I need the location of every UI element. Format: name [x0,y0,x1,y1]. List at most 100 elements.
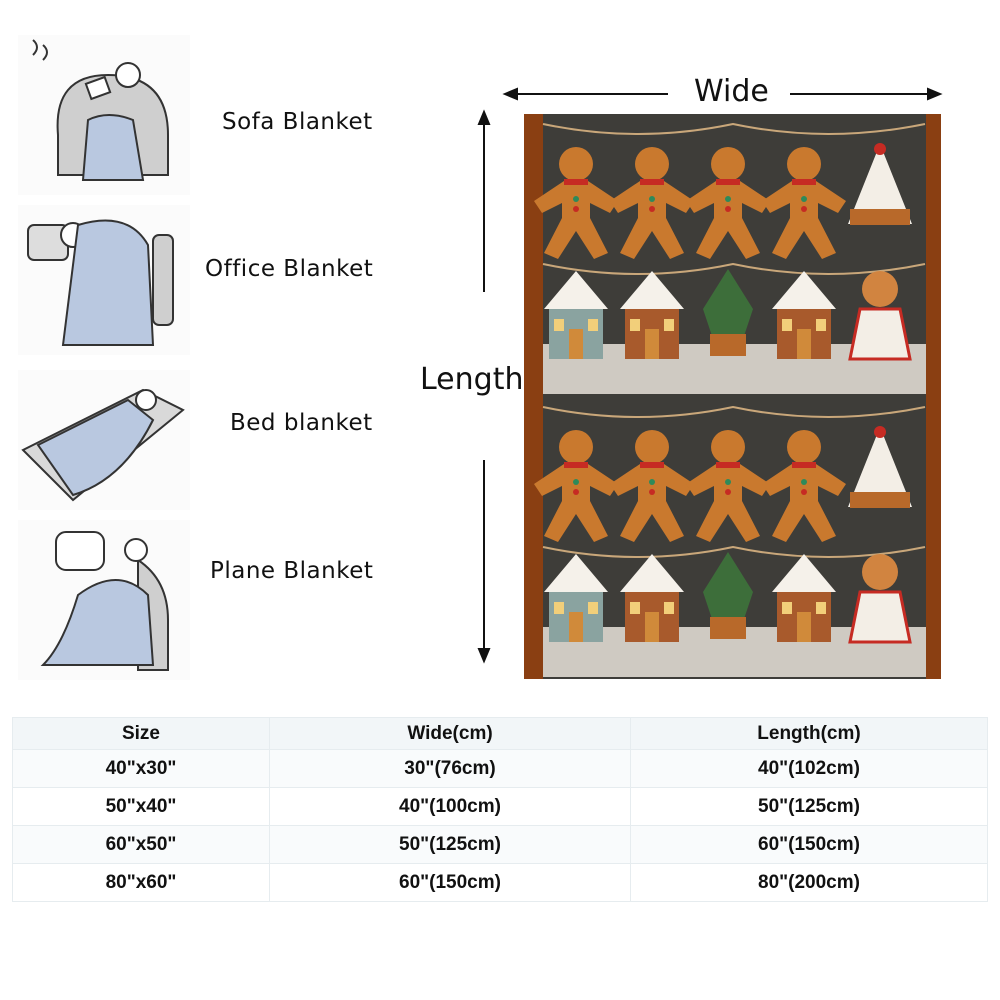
wide-label: Wide [694,74,769,109]
house-window [816,319,826,331]
gingerbread-scarf [564,462,588,468]
bed-person-icon [21,388,185,502]
use-label-office: Office Blanket [205,256,374,282]
table-header-row: Size Wide(cm) Length(cm) [12,717,988,750]
basket-ornament [710,617,746,639]
tree-ornament-base [850,209,910,225]
gingerbread-scarf [564,179,588,185]
gingerbread-scarf [792,462,816,468]
plant-ornament [703,269,753,339]
gingerbread-button [801,479,807,485]
house-roof [772,271,836,309]
tree-ornament [848,427,912,507]
gingerbread-body [762,181,846,259]
house-window [782,319,792,331]
cell-wide: 40"(100cm) [269,787,631,826]
use-label-bed: Bed blanket [230,410,373,436]
house-door [797,329,811,359]
ornament-string [542,405,926,418]
ornament-string [542,122,926,135]
gingerbread-scarf [792,179,816,185]
tree-ornament [848,144,912,224]
cell-size: 80"x60" [12,863,270,902]
table-row: 40"x30"30"(76cm)40"(102cm) [12,749,988,788]
tree-berries [874,143,886,155]
cell-length: 80"(200cm) [630,863,988,902]
cell-length: 50"(125cm) [630,787,988,826]
cat-head [862,554,898,590]
gingerbread-button [649,479,655,485]
gingerbread-button [573,206,579,212]
cat-head [862,271,898,307]
house-door [645,329,659,359]
gingerbread-button [649,489,655,495]
plane-illustration [18,520,190,680]
gingerbread-head [635,147,669,181]
gingerbread-button [573,489,579,495]
header-size: Size [12,717,270,750]
cell-wide: 30"(76cm) [269,749,631,788]
office-chair-person-icon [27,219,174,346]
plant-ornament [703,552,753,622]
gingerbread-head [711,430,745,464]
house-window [782,602,792,614]
house-roof [544,271,608,309]
cell-length: 40"(102cm) [630,749,988,788]
size-table: Size Wide(cm) Length(cm) 40"x30"30"(76cm… [12,717,988,902]
tree-berries [874,426,886,438]
gingerbread-head [787,430,821,464]
house-window [554,602,564,614]
blanket-image [524,114,941,679]
basket-ornament [710,334,746,356]
header-wide: Wide(cm) [269,717,631,750]
gingerbread-scarf [716,462,740,468]
gingerbread-head [711,147,745,181]
cat-dress [848,590,912,644]
gingerbread-button [725,489,731,495]
sofa-person-icon [32,39,169,181]
sofa-illustration [18,35,190,195]
gingerbread-scarf [716,179,740,185]
house-door [569,329,583,359]
cell-size: 50"x40" [12,787,270,826]
house-window [630,602,640,614]
gingerbread-scarf [640,179,664,185]
house-roof [544,554,608,592]
house-door [645,612,659,642]
gingerbread-head [787,147,821,181]
use-label-plane: Plane Blanket [210,558,374,584]
cell-size: 60"x50" [12,825,270,864]
table-row: 50"x40"40"(100cm)50"(125cm) [12,787,988,826]
office-illustration [18,205,190,355]
gingerbread-scarf [640,462,664,468]
gingerbread-body [686,181,770,259]
cat-dress [848,307,912,361]
house-window [664,602,674,614]
length-label: Length [420,362,524,397]
house-roof [772,554,836,592]
tree-ornament-base [850,492,910,508]
cell-length: 60"(150cm) [630,825,988,864]
house-window [664,319,674,331]
gingerbread-button [649,206,655,212]
gingerbread-body [610,181,694,259]
ornament-string [542,545,926,558]
bed-illustration [18,370,190,510]
house-window [816,602,826,614]
table-row: 60"x50"50"(125cm)60"(150cm) [12,825,988,864]
gingerbread-button [725,206,731,212]
gingerbread-button [725,479,731,485]
gingerbread-body [686,464,770,542]
gingerbread-body [762,464,846,542]
gingerbread-button [649,196,655,202]
gingerbread-head [635,430,669,464]
cell-wide: 60"(150cm) [269,863,631,902]
gingerbread-button [801,196,807,202]
gingerbread-button [573,196,579,202]
gingerbread-head [559,430,593,464]
table-row: 80"x60"60"(150cm)80"(200cm) [12,863,988,902]
house-door [569,612,583,642]
plane-seat-person-icon [40,531,169,671]
gingerbread-body [610,464,694,542]
gingerbread-button [573,479,579,485]
